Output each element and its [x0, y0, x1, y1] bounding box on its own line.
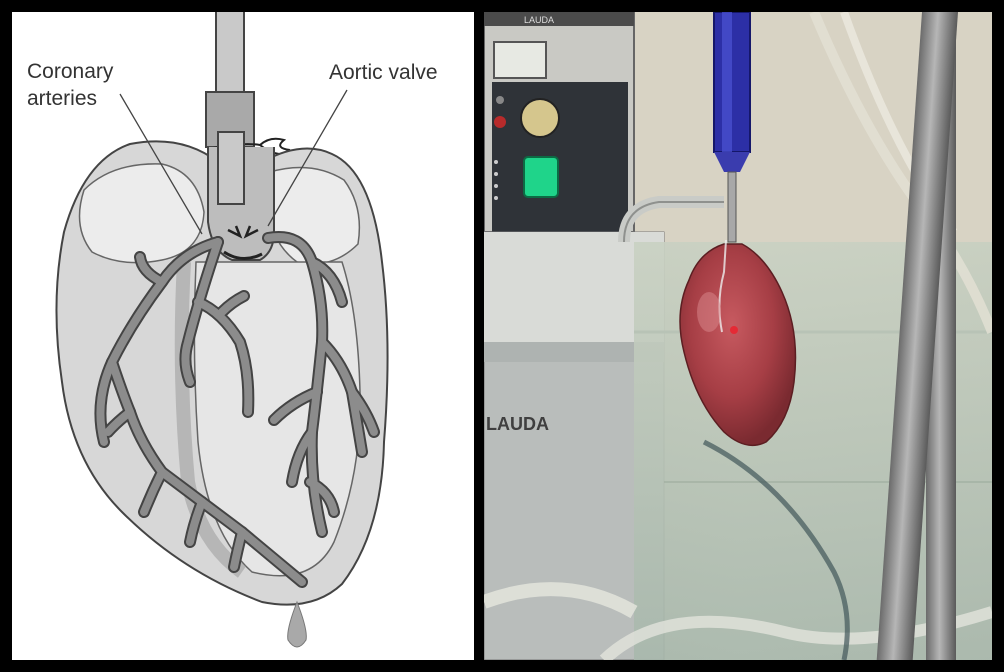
- coronary-label-line1: Coronary: [27, 58, 113, 85]
- bath-brand-front: LAUDA: [486, 414, 549, 434]
- heart-diagram-panel: Coronary arteries Aortic valve: [12, 12, 474, 660]
- coronary-label-line2: arteries: [27, 85, 113, 112]
- cannula-needle: [728, 172, 736, 242]
- right-atrium: [270, 168, 359, 264]
- coronary-arteries-label: Coronary arteries: [27, 58, 113, 112]
- bath-knob: [521, 99, 559, 137]
- langendorff-photo: LAUDA LAUDA: [484, 12, 992, 660]
- aortic-valve-label: Aortic valve: [329, 59, 438, 86]
- bath-power-button: [524, 157, 558, 197]
- bath-indicator-red: [494, 116, 506, 128]
- langendorff-photo-panel: LAUDA LAUDA: [484, 12, 992, 660]
- bath-display: [494, 42, 546, 78]
- left-atrium: [80, 164, 205, 263]
- perfusate-drop: [288, 602, 307, 647]
- cannula-inner: [218, 132, 244, 204]
- bath-brand-top: LAUDA: [524, 15, 554, 25]
